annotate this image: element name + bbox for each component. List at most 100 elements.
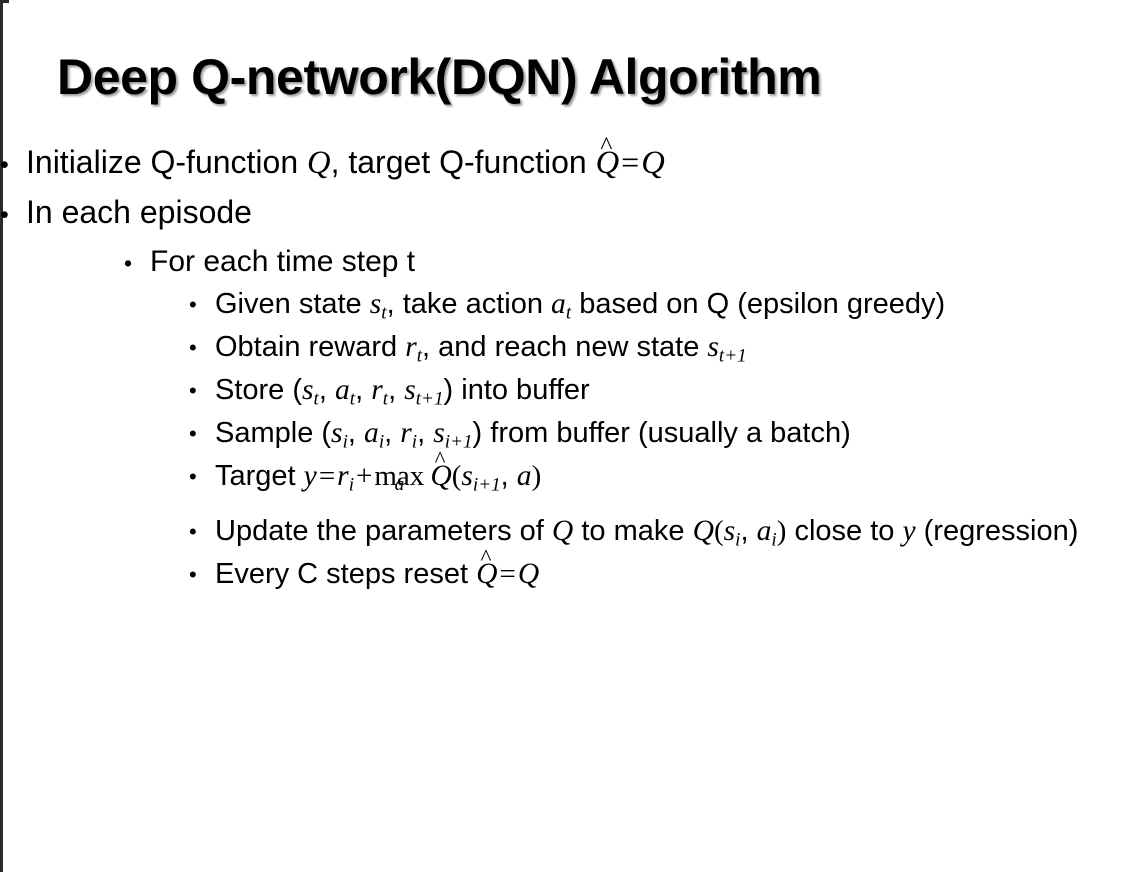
text-mid: , take action (386, 288, 552, 321)
math-var-r: r (371, 374, 383, 407)
bullet-store-transition-text: Store (st, at, rt, st+1) into buffer (215, 371, 1095, 412)
math-var-s2: s (404, 374, 416, 407)
bullet-in-each-episode: • In each episode (0, 192, 1124, 234)
text-pre: Target (215, 460, 304, 493)
bullet-dot-icon: • (189, 292, 197, 318)
math-var-qhat: Q (476, 558, 498, 591)
math-var-s: s (461, 460, 473, 493)
bullet-dot-icon: • (189, 335, 197, 361)
text-post: based on Q (epsilon greedy) (571, 288, 946, 321)
math-sub-i: i (348, 474, 355, 496)
text-pre: Sample ( (215, 417, 332, 450)
bullet-in-each-episode-text: In each episode (26, 194, 252, 231)
bullet-dot-icon: • (189, 519, 197, 545)
math-sub-i: i (378, 431, 385, 453)
math-var-s: s (302, 374, 314, 407)
math-var-r: r (337, 460, 349, 493)
math-var-s: s (369, 288, 382, 321)
text-comma: , (347, 417, 365, 450)
math-sub-i-plus-1: i+1 (472, 474, 501, 496)
text-pre: Obtain reward (215, 331, 406, 364)
bullet-update-parameters: • Update the parameters of Q to make Q(s… (189, 512, 1124, 553)
text-pre: Initialize Q-function (26, 144, 308, 180)
hat-accent-icon: ^ (434, 446, 446, 473)
math-var-s: s (723, 515, 736, 548)
math-sub-i: i (342, 431, 348, 453)
math-var-qhat: Q (430, 460, 452, 493)
bullet-store-transition: • Store (st, at, rt, st+1) into buffer (189, 371, 1124, 412)
math-sub-i: i (411, 431, 418, 453)
math-sub-t: t (382, 388, 389, 410)
bullet-dot-icon: • (189, 562, 197, 588)
math-sub-t-plus-1: t+1 (718, 345, 747, 367)
text-tail: (regression) (915, 515, 1079, 548)
bullet-dot-icon: • (189, 464, 197, 490)
math-sub-i: i (771, 529, 777, 551)
math-sub-t: t (381, 302, 387, 324)
math-equals: = (621, 144, 640, 180)
text-mid: to make (573, 515, 693, 548)
math-sub-t: t (416, 345, 423, 367)
bullet-dot-icon: • (0, 201, 9, 230)
math-var-r: r (405, 331, 417, 364)
bullet-obtain-reward: • Obtain reward rt, and reach new state … (189, 328, 1124, 369)
text-pre: Store ( (215, 374, 303, 407)
math-q-hat: ^Q (430, 448, 452, 496)
slide-top-border (0, 0, 9, 3)
bullet-dot-icon: • (189, 421, 197, 447)
math-var-a: a (364, 417, 379, 450)
slide-left-border (0, 0, 3, 872)
math-paren-close: ) (776, 515, 787, 548)
bullet-dot-icon: • (0, 151, 9, 179)
math-equals: = (499, 558, 516, 591)
math-var-qhat: Q (595, 145, 620, 181)
bullet-dot-icon: • (124, 250, 133, 277)
bullet-initialize: • Initialize Q-function Q, target Q-func… (0, 133, 1124, 184)
math-var-q2: Q (692, 515, 714, 548)
math-var-r: r (400, 417, 412, 450)
math-var-s2: s (433, 417, 445, 450)
math-var-y: y (303, 460, 317, 493)
math-var-s: s (331, 417, 343, 450)
math-var-y: y (902, 515, 916, 548)
bullet-dot-icon: • (189, 378, 197, 404)
hat-accent-icon: ^ (480, 544, 492, 571)
math-var-q: Q (551, 515, 574, 548)
math-plus: + (356, 460, 373, 493)
math-sub-t: t (313, 388, 319, 410)
math-var-s: s (707, 331, 719, 364)
text-post: ) from buffer (usually a batch) (472, 417, 851, 450)
text-comma: , (417, 417, 434, 450)
text-pre: Every C steps reset (215, 558, 477, 591)
text-pre: Update the parameters of (215, 515, 552, 548)
text-comma: , (318, 374, 335, 407)
hat-accent-icon: ^ (600, 130, 613, 160)
bullet-reset-target-network: • Every C steps reset ^Q=Q (189, 546, 1124, 594)
math-var-a: a (335, 374, 350, 407)
math-var-a: a (551, 288, 566, 321)
text-comma: , (388, 374, 405, 407)
text-comma: , (355, 374, 372, 407)
math-equals: = (318, 460, 336, 493)
math-sub-t: t (565, 302, 572, 324)
bullet-given-state: • Given state st, take action at based o… (189, 285, 1124, 326)
text-comma: , (740, 515, 757, 548)
text-mid: , and reach new state (422, 331, 708, 364)
math-sub-i: i (735, 529, 741, 551)
text-post: ) into buffer (443, 374, 590, 407)
math-q-hat: ^Q (476, 546, 498, 594)
text-comma: , (500, 460, 517, 493)
text-post: close to (786, 515, 903, 548)
math-var-a: a (756, 515, 772, 548)
math-max-subscript: a (394, 473, 405, 495)
page-title: Deep Q-network(DQN) Algorithm (57, 49, 822, 105)
math-paren-open: ( (713, 515, 724, 548)
bullet-obtain-reward-text: Obtain reward rt, and reach new state st… (215, 328, 1095, 369)
bullet-for-each-time-step-text: For each time step t (150, 245, 416, 279)
math-var-a: a (516, 460, 532, 493)
math-var-q: Q (517, 558, 540, 591)
bullet-sample-batch: • Sample (si, ai, ri, si+1) from buffer … (189, 414, 1124, 455)
